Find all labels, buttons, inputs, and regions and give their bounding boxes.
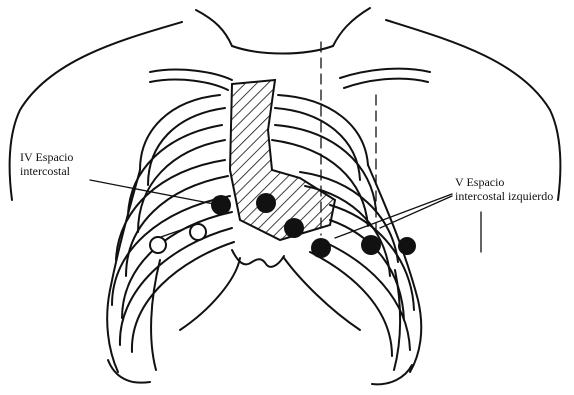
electrode-open	[190, 224, 206, 240]
reference-lines	[321, 42, 481, 252]
right-rib-cage	[107, 95, 234, 383]
label-v-intercostal-space: V Espacio intercostal izquierdo	[455, 175, 553, 203]
clavicles	[150, 69, 430, 90]
label-iv-intercostal-space: IV Espacio intercostal	[20, 150, 73, 178]
electrode-v4	[311, 238, 331, 258]
neck-outline	[196, 8, 370, 54]
label-v-line2: intercostal izquierdo	[455, 189, 553, 203]
electrode-v5	[361, 235, 381, 255]
label-v-line1: V Espacio	[455, 175, 553, 189]
electrode-v6	[398, 237, 416, 255]
electrode-v3	[284, 218, 304, 238]
electrode-open	[150, 237, 166, 253]
label-iv-line2: intercostal	[20, 164, 73, 178]
costal-margin	[180, 250, 360, 330]
electrode-v2	[256, 193, 276, 213]
left-rib-cage	[272, 95, 421, 384]
label-iv-line1: IV Espacio	[20, 150, 73, 164]
electrode-v1	[211, 195, 231, 215]
